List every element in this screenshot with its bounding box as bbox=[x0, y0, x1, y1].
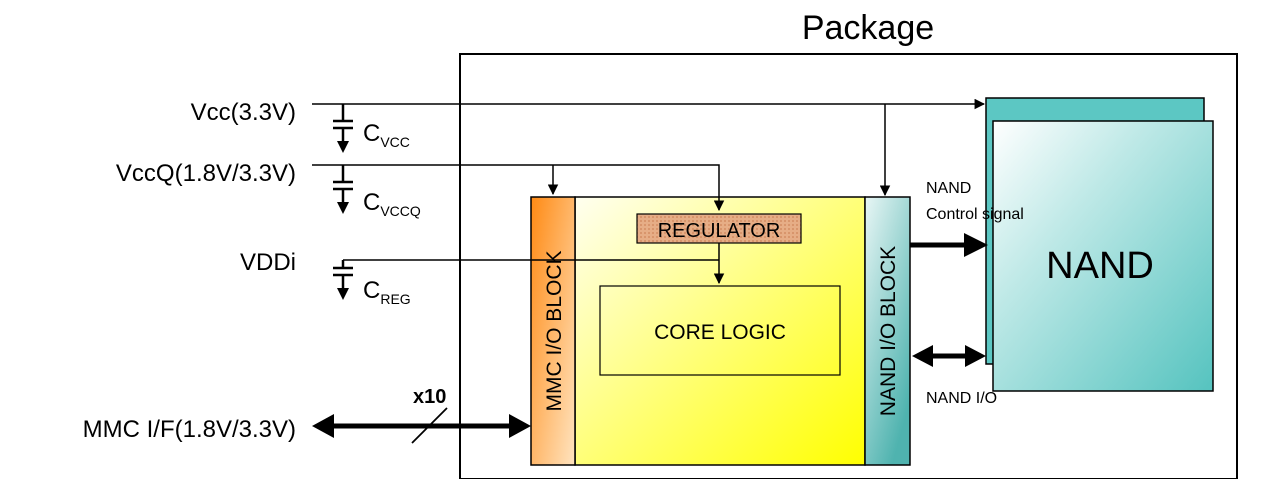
nand-io-arrow-right bbox=[965, 345, 986, 367]
mmc-io-block-label: MMC I/O BLOCK bbox=[543, 250, 566, 411]
regulator-label: REGULATOR bbox=[658, 220, 781, 242]
creg-capacitor bbox=[333, 260, 353, 289]
cvccq-ground-arrow bbox=[337, 202, 349, 214]
creg-label: CREG bbox=[363, 277, 411, 307]
mmc-if-label: MMC I/F(1.8V/3.3V) bbox=[83, 416, 296, 443]
package-title: Package bbox=[802, 9, 934, 47]
mmc-bus-arrow-right bbox=[509, 414, 531, 438]
cvccq-label: CVCCQ bbox=[363, 189, 421, 219]
nand-io-block-label: NAND I/O BLOCK bbox=[877, 246, 900, 416]
nand-label: NAND bbox=[1046, 245, 1154, 287]
vcc-label: Vcc(3.3V) bbox=[191, 99, 296, 126]
vccq-label: VccQ(1.8V/3.3V) bbox=[116, 160, 296, 187]
core-logic-label: CORE LOGIC bbox=[654, 321, 786, 344]
nand-control-label-line1: NAND bbox=[926, 180, 971, 197]
creg-ground-arrow bbox=[337, 288, 349, 300]
nand-control-arrow-head bbox=[964, 233, 988, 257]
bus-width-label: x10 bbox=[413, 386, 446, 408]
mmc-bus-arrow-left bbox=[312, 414, 334, 438]
nand-control-label-line2: Control signal bbox=[926, 206, 1024, 223]
core-logic-block bbox=[599, 285, 841, 376]
nand-io-block bbox=[864, 196, 911, 466]
nand-die-front bbox=[992, 120, 1214, 392]
nand-io-arrow-left bbox=[912, 345, 933, 367]
cvcc-capacitor bbox=[333, 104, 353, 142]
regulator-block bbox=[636, 213, 802, 244]
vddi-label: VDDi bbox=[240, 249, 296, 276]
cvcc-ground-arrow bbox=[337, 141, 349, 153]
bus-width-slash bbox=[411, 407, 448, 444]
cvccq-capacitor bbox=[333, 165, 353, 203]
nand-io-label: NAND I/O bbox=[926, 390, 997, 407]
cvcc-label: CVCC bbox=[363, 120, 410, 150]
mmc-io-block bbox=[530, 196, 576, 466]
vccq-line bbox=[312, 164, 725, 212]
